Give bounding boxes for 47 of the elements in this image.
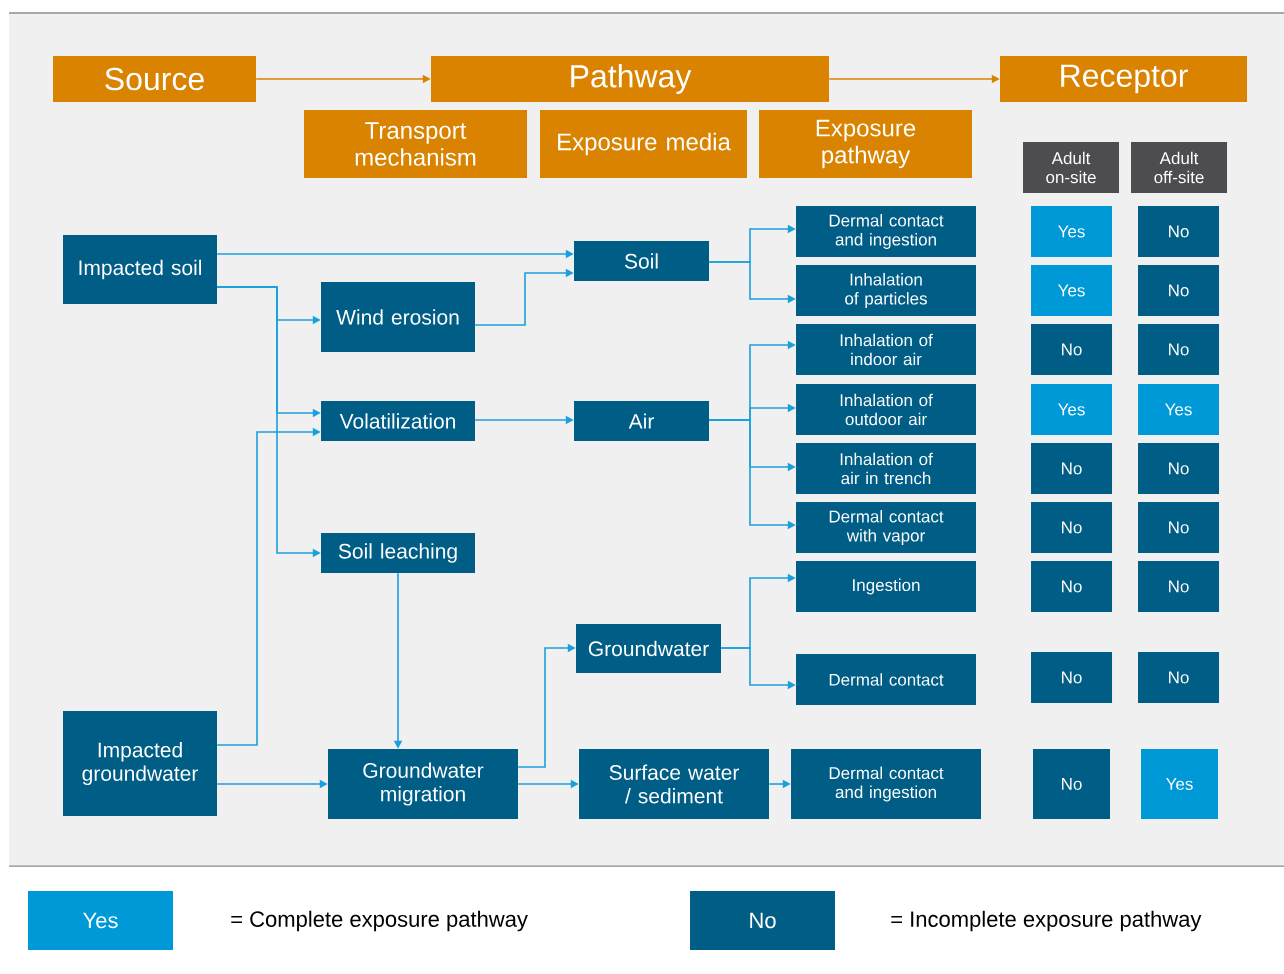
answer-cell: No [1031,324,1112,375]
answer-cell: No [1138,265,1219,316]
column-header: Adult off-site [1131,142,1227,193]
process-box: Impacted groundwater [63,711,217,816]
header-box: Exposure media [540,110,747,178]
answer-cell: No [1031,443,1112,494]
answer-cell: Yes [1031,206,1112,257]
pathway-box: Inhalation of air in trench [796,443,976,494]
pathway-box: Inhalation of outdoor air [796,384,976,435]
answer-cell: Yes [1031,384,1112,435]
pathway-box: Ingestion [796,561,976,612]
process-box: Air [574,401,709,441]
header-box: Source [53,56,256,102]
answer-cell: Yes [1138,384,1219,435]
process-box: Soil [574,241,709,281]
answer-cell: No [1138,502,1219,553]
answer-cell: No [1138,561,1219,612]
process-box: Impacted soil [63,235,217,304]
answer-cell: No [1138,652,1219,703]
answer-cell: No [1138,324,1219,375]
pathway-box: Dermal contact and ingestion [796,206,976,257]
pathway-box: Inhalation of indoor air [796,324,976,375]
answer-cell: No [1138,443,1219,494]
answer-cell: No [1031,652,1112,703]
process-box: Soil leaching [321,533,475,573]
process-box: Volatilization [321,401,475,441]
process-box: Groundwater [576,624,721,673]
process-box: Groundwater migration [328,749,518,819]
answer-cell: Yes [1031,265,1112,316]
pathway-box: Dermal contact and ingestion [791,749,981,819]
pathway-box: Dermal contact [796,654,976,705]
header-box: Receptor [1000,56,1247,102]
answer-cell: No [1138,206,1219,257]
process-box: Wind erosion [321,282,475,352]
answer-cell: No [1031,561,1112,612]
process-box: Surface water / sediment [579,749,769,819]
legend-text: = Complete exposure pathway [231,910,528,932]
header-box: Pathway [431,56,829,102]
answer-cell: No [1031,502,1112,553]
answer-cell: No [1033,749,1110,819]
answer-cell: Yes [1141,749,1218,819]
pathway-box: Inhalation of particles [796,265,976,316]
pathway-box: Dermal contact with vapor [796,502,976,553]
legend-text: = Incomplete exposure pathway [891,910,1202,932]
header-box: Exposure pathway [759,110,972,178]
header-box: Transport mechanism [304,110,527,178]
column-header: Adult on-site [1023,142,1119,193]
